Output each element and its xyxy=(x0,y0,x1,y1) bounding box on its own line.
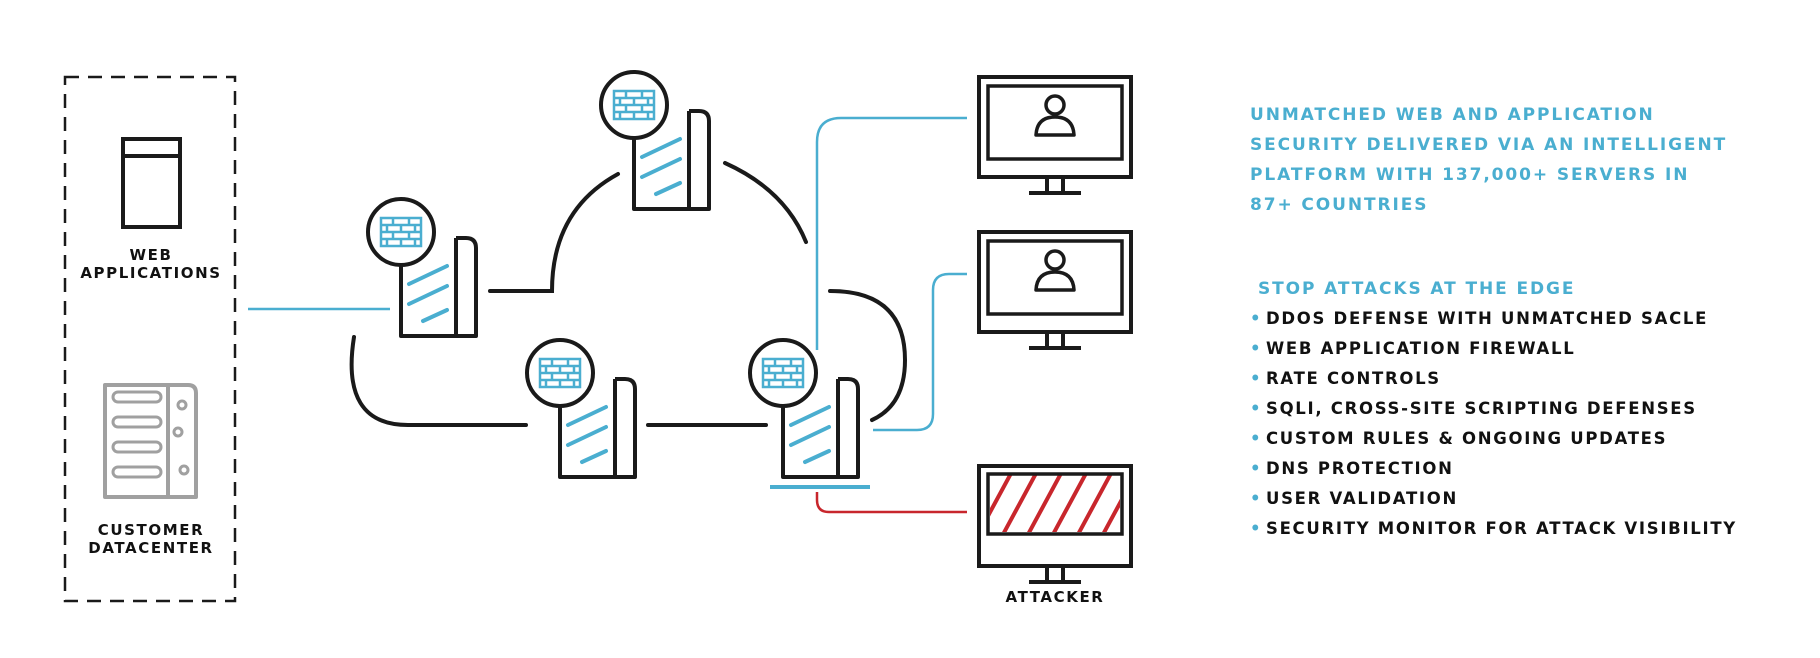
feature-item: •CUSTOM RULES & ONGOING UPDATES xyxy=(1250,424,1810,454)
feature-list: •DDOS DEFENSE WITH UNMATCHED SACLE•WEB A… xyxy=(1250,304,1810,544)
bullet-icon: • xyxy=(1250,399,1263,418)
bullet-icon: • xyxy=(1250,429,1263,448)
web-application-icon xyxy=(121,137,182,229)
feature-item: •SQLI, CROSS-SITE SCRIPTING DEFENSES xyxy=(1250,394,1810,424)
bullet-icon: • xyxy=(1250,519,1263,538)
attacker-monitor-icon xyxy=(977,464,1133,584)
section-title: STOP ATTACKS AT THE EDGE xyxy=(1258,279,1576,299)
customer-datacenter-label-line1: CUSTOMER xyxy=(98,521,205,539)
web-applications-label-line2: APPLICATIONS xyxy=(80,264,221,282)
feature-item: •RATE CONTROLS xyxy=(1250,364,1810,394)
feature-text: SECURITY MONITOR FOR ATTACK VISIBILITY xyxy=(1266,519,1737,538)
bullet-icon: • xyxy=(1250,459,1263,478)
bullet-icon: • xyxy=(1250,369,1263,388)
feature-text: DNS PROTECTION xyxy=(1266,459,1454,478)
feature-text: DDOS DEFENSE WITH UNMATCHED SACLE xyxy=(1266,309,1709,328)
firewall-server-icon xyxy=(748,338,860,479)
user-monitor-icon xyxy=(977,75,1133,195)
feature-text: SQLI, CROSS-SITE SCRIPTING DEFENSES xyxy=(1266,399,1697,418)
firewall-server-icon xyxy=(599,70,711,211)
server-rack-icon xyxy=(103,383,198,499)
feature-item: •USER VALIDATION xyxy=(1250,484,1810,514)
web-applications-label-line1: WEB xyxy=(129,246,172,264)
headline-text: UNMATCHED WEB AND APPLICATION SECURITY D… xyxy=(1250,105,1728,215)
edge-network-ring xyxy=(349,161,908,427)
feature-item: •DDOS DEFENSE WITH UNMATCHED SACLE xyxy=(1250,304,1810,334)
bullet-icon: • xyxy=(1250,489,1263,508)
feature-item: •DNS PROTECTION xyxy=(1250,454,1810,484)
feature-text: WEB APPLICATION FIREWALL xyxy=(1266,339,1576,358)
feature-item: •SECURITY MONITOR FOR ATTACK VISIBILITY xyxy=(1250,514,1810,544)
attacker-label: ATTACKER xyxy=(1006,588,1105,606)
user-link-line-2 xyxy=(873,272,967,432)
firewall-server-icon xyxy=(366,197,478,338)
feature-text: CUSTOM RULES & ONGOING UPDATES xyxy=(1266,429,1668,448)
feature-item: •WEB APPLICATION FIREWALL xyxy=(1250,334,1810,364)
info-panel: UNMATCHED WEB AND APPLICATION SECURITY D… xyxy=(1250,100,1810,544)
attacker-link-line xyxy=(815,492,967,514)
user-monitor-icon xyxy=(977,230,1133,350)
feature-text: RATE CONTROLS xyxy=(1266,369,1441,388)
bullet-icon: • xyxy=(1250,309,1263,328)
firewall-server-icon xyxy=(525,338,637,479)
user-link-line-1 xyxy=(815,116,967,350)
feature-text: USER VALIDATION xyxy=(1266,489,1458,508)
bullet-icon: • xyxy=(1250,339,1263,358)
customer-datacenter-label-line2: DATACENTER xyxy=(88,539,213,557)
